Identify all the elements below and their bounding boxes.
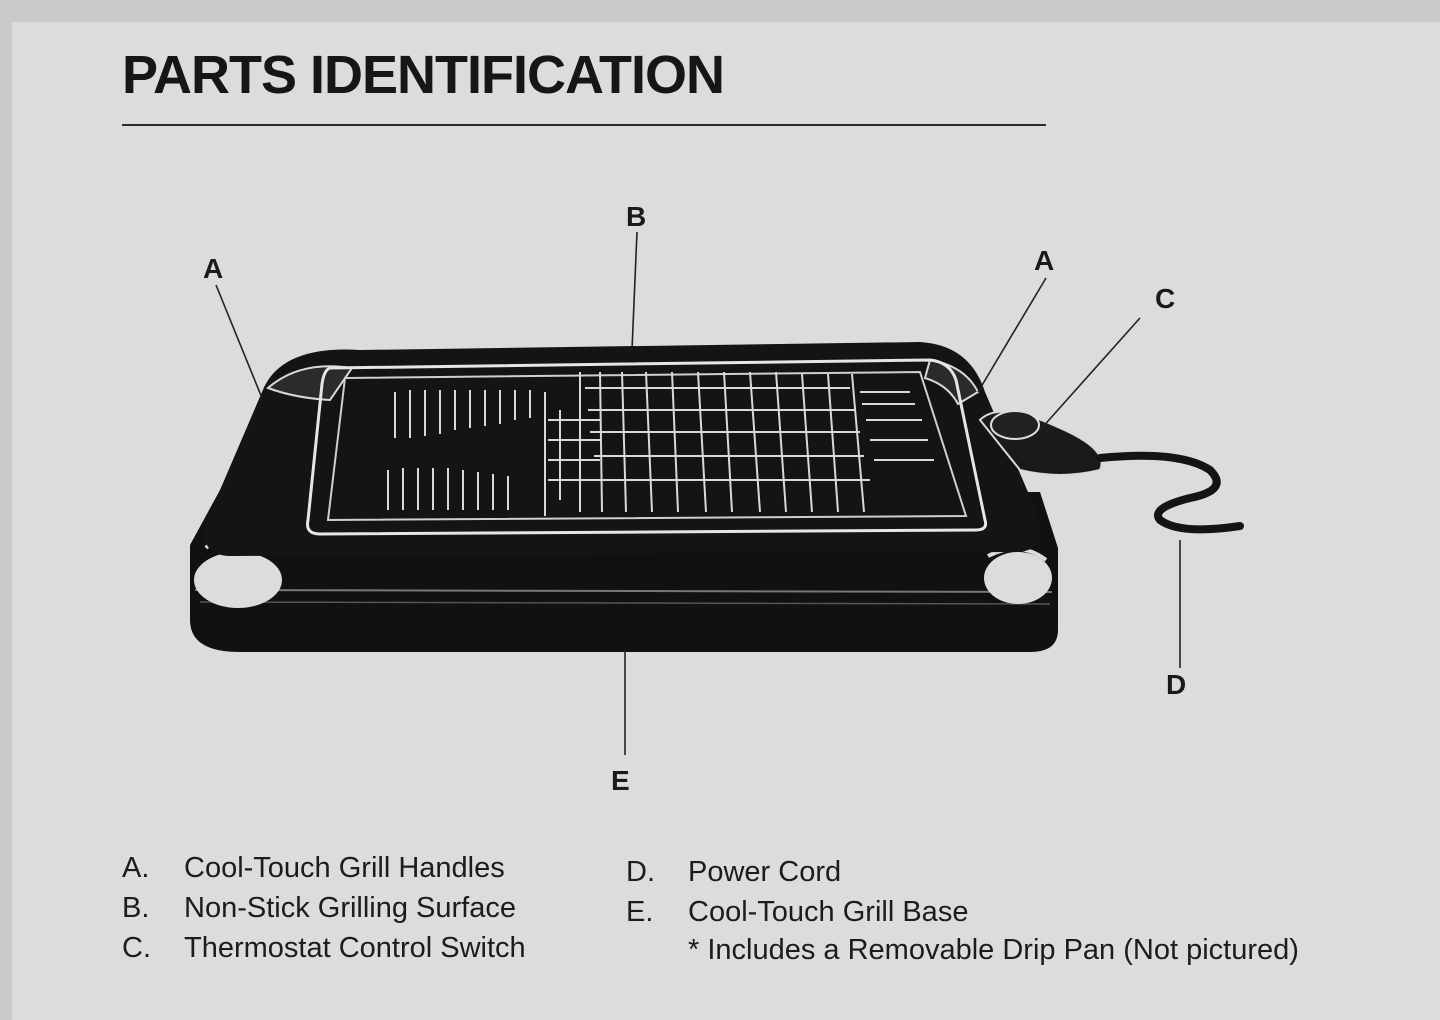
title-underline bbox=[122, 124, 1046, 126]
callout-c: C bbox=[1155, 283, 1175, 314]
legend-text: Cool-Touch Grill Handles bbox=[184, 851, 505, 884]
legend-text: Cool-Touch Grill Base bbox=[688, 895, 969, 928]
legend-item: A. Cool-Touch Grill Handles bbox=[122, 848, 526, 888]
legend-letter: D. bbox=[626, 855, 655, 888]
callout-e: E bbox=[611, 765, 630, 796]
legend-letter: A. bbox=[122, 851, 150, 884]
legend-item: B. Non-Stick Grilling Surface bbox=[122, 888, 526, 928]
legend-letter: B. bbox=[122, 891, 150, 924]
legend-letter: E. bbox=[626, 895, 654, 928]
thermostat-control bbox=[978, 410, 1103, 476]
callout-b: B bbox=[626, 201, 646, 232]
legend-text: Thermostat Control Switch bbox=[184, 931, 526, 964]
power-cord bbox=[1096, 451, 1244, 534]
leader-lines bbox=[215, 231, 1181, 755]
legend-text: Non-Stick Grilling Surface bbox=[184, 891, 516, 924]
legend-text: Power Cord bbox=[688, 855, 842, 888]
legend-item: C. Thermostat Control Switch bbox=[122, 928, 526, 968]
callout-d: D bbox=[1166, 669, 1186, 700]
callout-a-left: A bbox=[203, 253, 223, 284]
legend-right: D. Power Cord E. Cool-Touch Grill Base bbox=[626, 852, 968, 932]
grilling-surface bbox=[306, 358, 988, 536]
grill-body bbox=[204, 342, 1042, 556]
callout-a-right: A bbox=[1034, 245, 1054, 276]
legend-letter: C. bbox=[122, 931, 151, 964]
legend-item: E. Cool-Touch Grill Base bbox=[626, 892, 968, 932]
drip-pan-note: * Includes a Removable Drip Pan (Not pic… bbox=[688, 934, 1299, 966]
page-title: PARTS IDENTIFICATION bbox=[122, 45, 725, 105]
legend-left: A. Cool-Touch Grill Handles B. Non-Stick… bbox=[122, 848, 526, 968]
legend-item: D. Power Cord bbox=[626, 852, 968, 892]
